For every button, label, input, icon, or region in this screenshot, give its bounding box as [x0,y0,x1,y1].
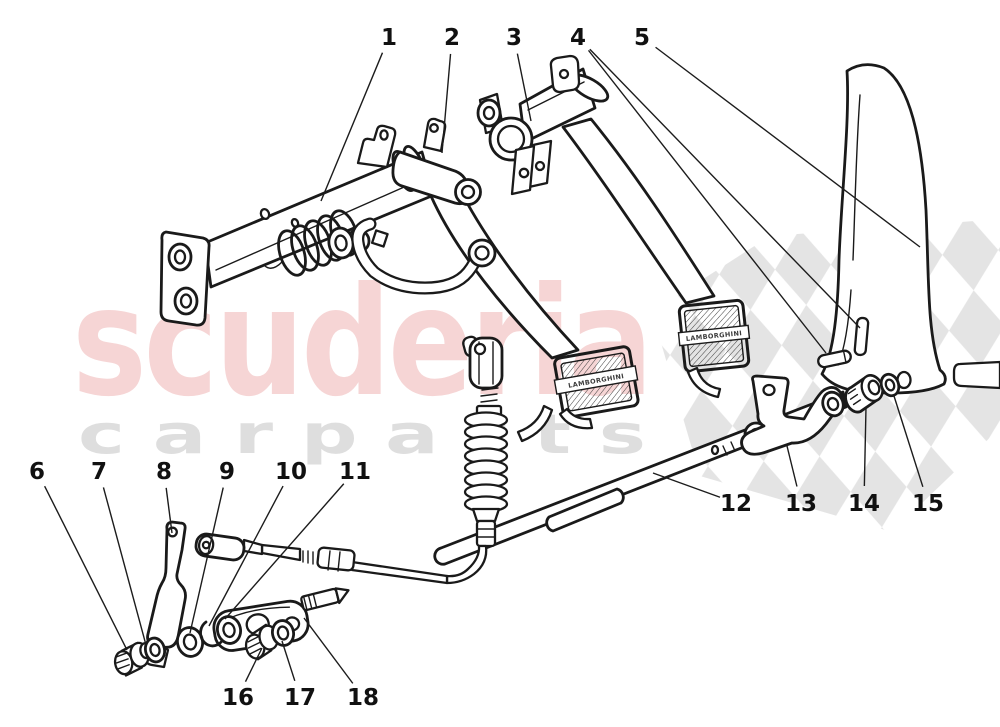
cable-boot [463,387,509,548]
accelerator-pedal [820,63,1000,395]
callout-label-1: 1 [381,25,397,51]
clutch-cable [194,532,488,585]
leader-line-10 [208,485,284,627]
callout-label-6: 6 [29,459,45,485]
accelerator-foot-extension [952,360,1000,390]
leader-line-2 [441,53,452,154]
washer-9 [176,626,204,658]
callout-label-11: 11 [339,459,371,485]
diagram-artwork: LAMBORGHINI LAMBORGHINI [113,54,1000,677]
callout-label-18: 18 [347,685,379,711]
callout-label-14: 14 [848,491,880,517]
spacer-washer [271,619,295,647]
callout-label-12: 12 [720,491,752,517]
leader-line-16 [244,647,263,683]
mount-washers [143,636,167,664]
leader-line-4 [589,48,861,329]
clutch-pedal-pad: LAMBORGHINI [553,345,640,419]
callout-label-3: 3 [506,25,522,51]
leader-line-13 [786,445,798,487]
rod-bushing [844,374,884,414]
leader-line-7 [102,487,147,646]
leader-line-8 [165,487,173,534]
clutch-pedal-heel [516,404,554,443]
pin-vertical [853,316,870,357]
callout-label-15: 15 [912,491,944,517]
leader-line-4 [587,49,827,354]
support-bracket [740,374,845,456]
callout-label-10: 10 [275,459,307,485]
callout-label-7: 7 [91,459,107,485]
retaining-pins [817,316,870,369]
pivot-bracket [476,54,610,196]
leader-line-15 [893,395,924,488]
brake-pedal-arm [561,117,716,305]
bushing-11 [216,615,242,645]
rod-washer [879,372,901,398]
callout-label-2: 2 [444,25,460,51]
mount-bolt [113,641,153,677]
leader-line-9 [189,487,224,634]
leader-line-1 [320,52,384,202]
leader-line-6 [44,485,128,651]
stop-bracket [327,217,497,295]
leader-line-17 [281,640,296,682]
callout-label-17: 17 [284,685,316,711]
callout-label-9: 9 [219,459,235,485]
callout-label-8: 8 [156,459,172,485]
clutch-pedal-heel2 [558,407,594,430]
leader-line-5 [655,46,921,248]
leader-line-11 [224,483,345,620]
watermark: scuderia c a r p a r t s [72,256,654,466]
callout-label-4: 4 [570,25,586,51]
callout-label-5: 5 [634,25,650,51]
callout-label-16: 16 [222,685,254,711]
pin-horizontal [817,349,852,369]
leader-line-3 [516,53,532,122]
rod-sleeve [545,487,625,533]
clutch-cable-clevis [462,335,504,390]
leader-line-18 [303,617,354,684]
cable-stop-stud [300,587,350,612]
shaft-lever [391,150,482,206]
callout-label-13: 13 [785,491,817,517]
clutch-pedal-arm [429,184,580,360]
brake-pedal-heel [686,366,722,399]
leader-line-12 [652,472,721,498]
leader-line-14 [863,406,867,487]
brake-pedal-pad: LAMBORGHINI [677,298,751,374]
